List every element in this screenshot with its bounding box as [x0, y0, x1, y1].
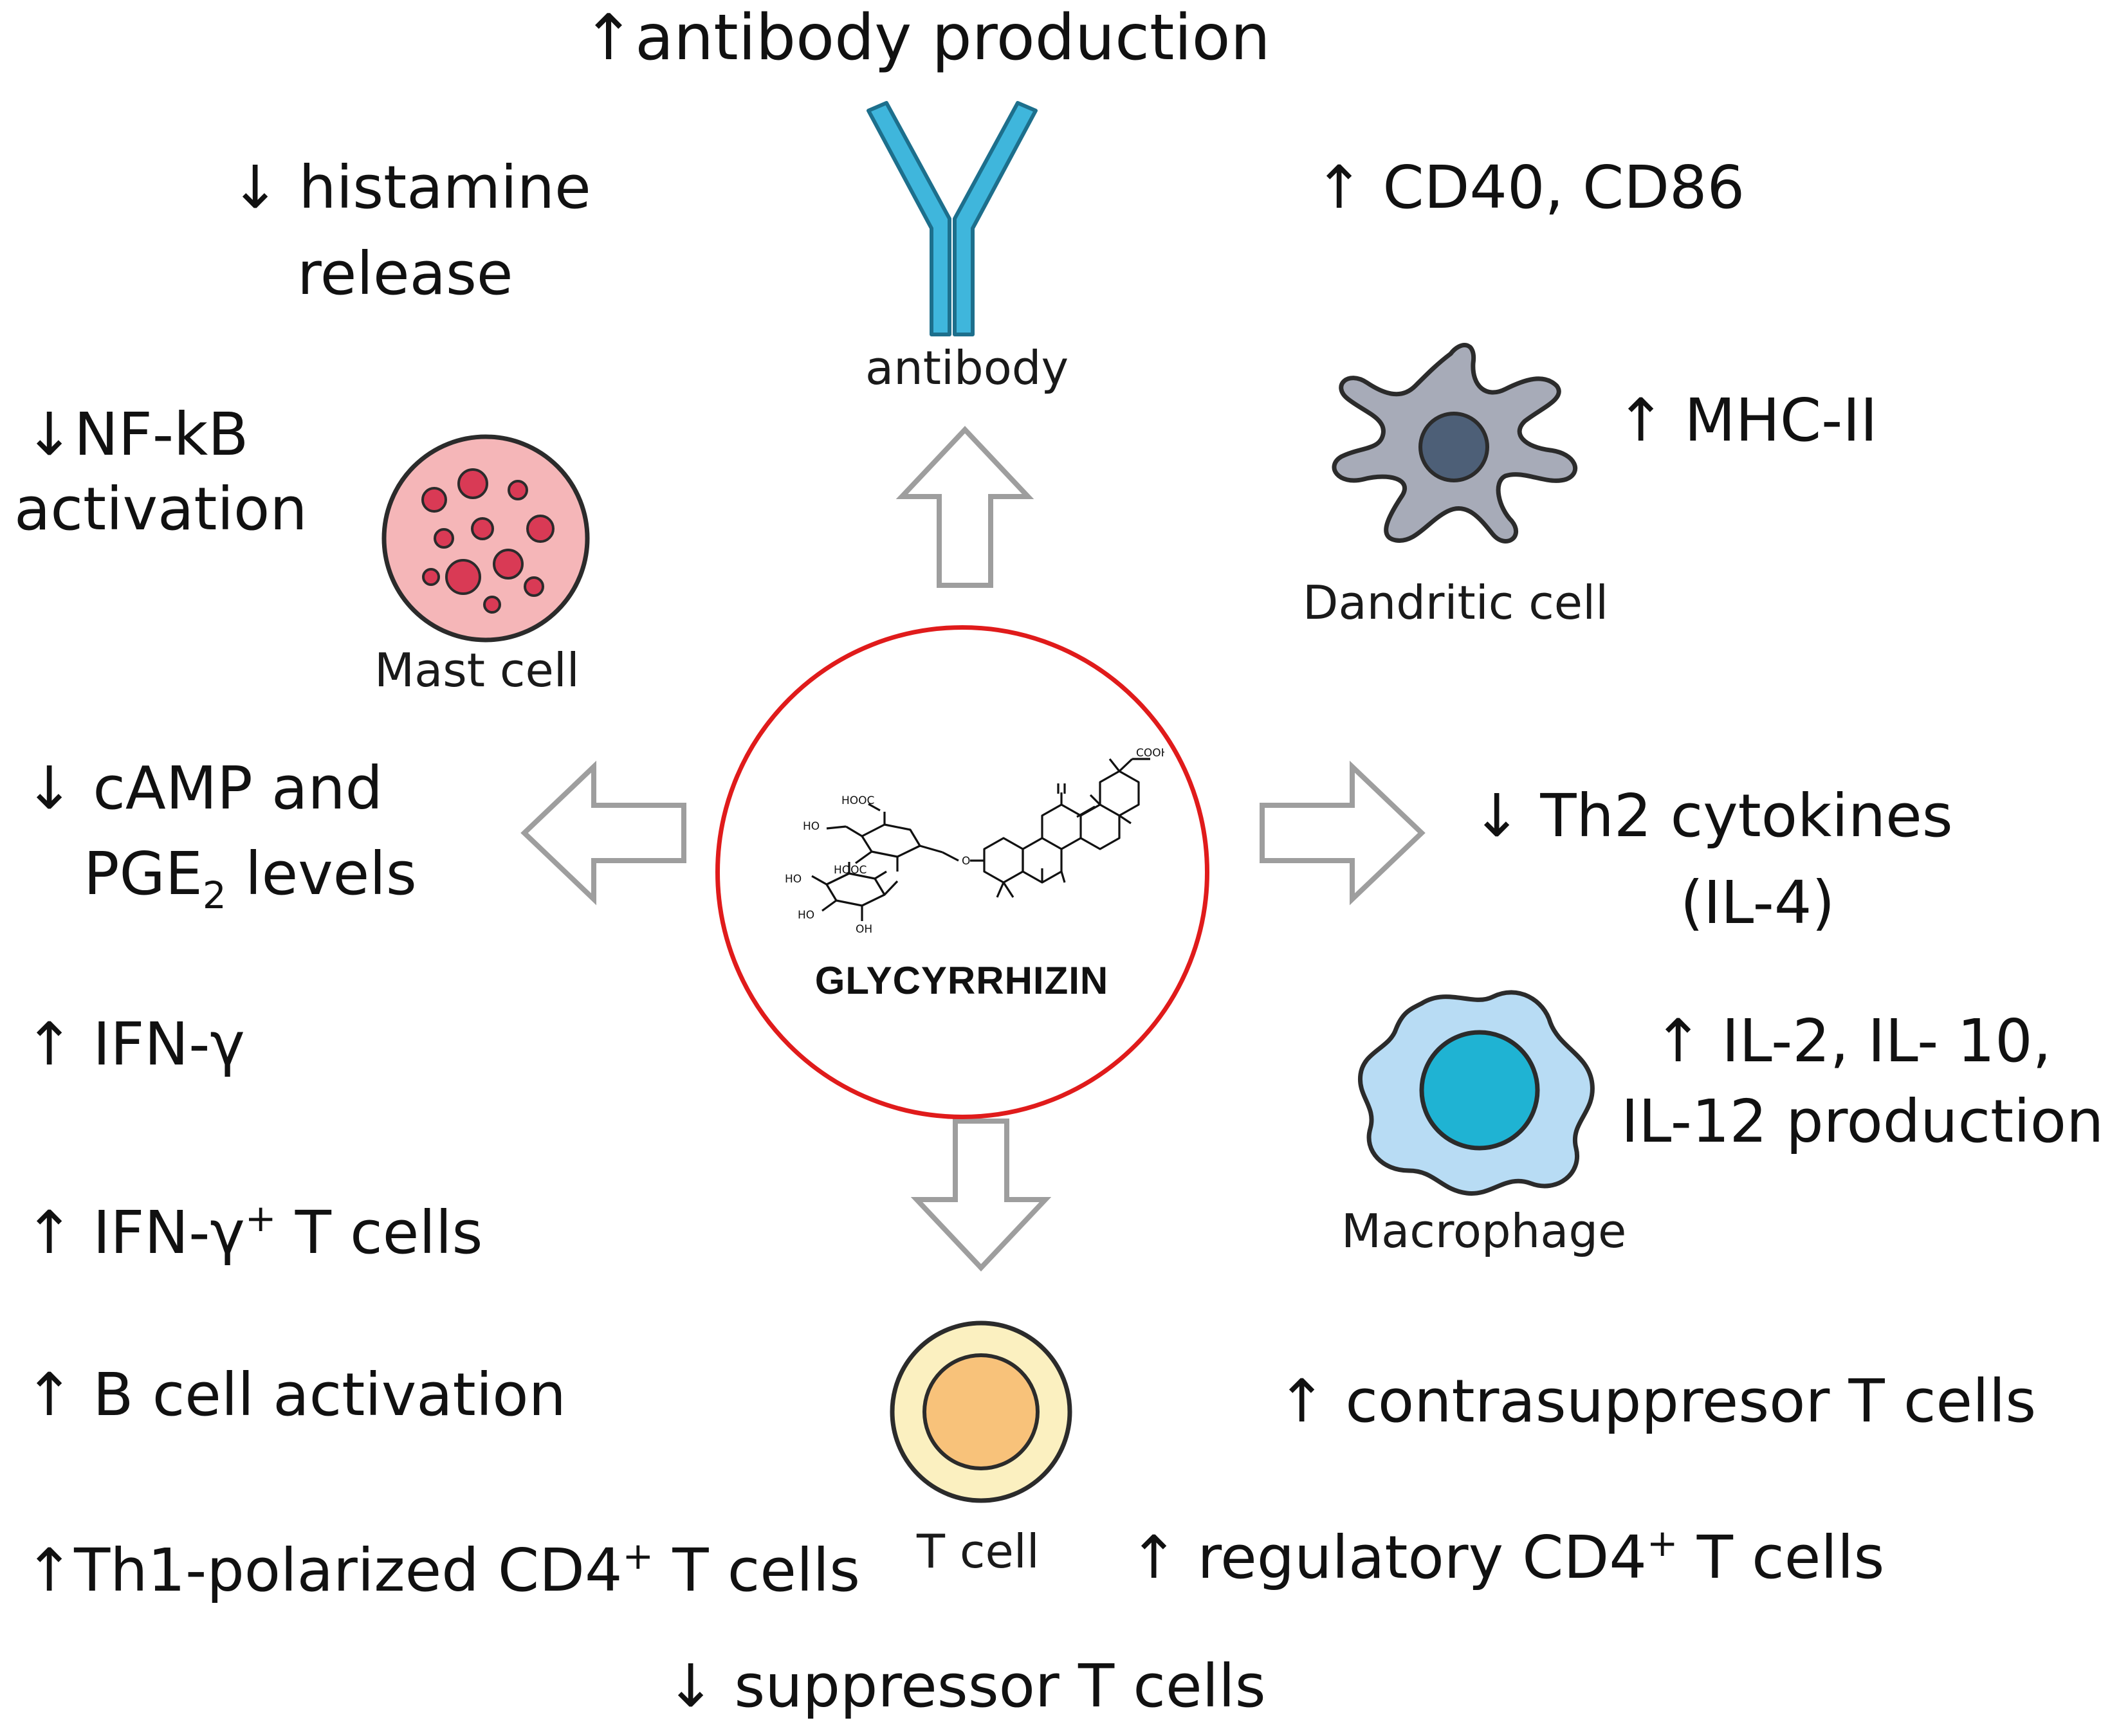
histamine-label-line1: ↓ histamine — [230, 153, 591, 222]
il-label-line1: ↑ IL-2, IL- 10, — [1653, 1007, 2051, 1075]
regulatory-prefix: ↑ regulatory CD4 — [1129, 1523, 1647, 1592]
b-cell-activation-label: ↑ B cell activation — [24, 1360, 566, 1429]
th2-label-line1: ↓ Th2 cytokines — [1472, 781, 1953, 850]
antibody-production-label: ↑antibody production — [582, 1, 1271, 75]
pge-label-line2: PGE2 levels — [84, 839, 417, 917]
ho-label-2: HO — [785, 873, 802, 886]
th1-label: ↑Th1-polarized CD4+ T cells — [24, 1534, 860, 1606]
ether-oxygen-label: O — [962, 855, 970, 868]
regulatory-suffix: T cells — [1678, 1523, 1885, 1592]
ifn-t-suffix: T cells — [276, 1198, 483, 1267]
contrasuppressor-label: ↑ contrasuppresor T cells — [1277, 1367, 2037, 1436]
suppressor-label: ↓ suppressor T cells — [666, 1652, 1266, 1721]
oh-label: OH — [856, 923, 872, 936]
t-cell-caption: T cell — [917, 1524, 1040, 1578]
antibody-icon — [867, 101, 1038, 336]
cd40-cd86-label: ↑ CD40, CD86 — [1314, 153, 1745, 222]
macrophage-caption: Macrophage — [1341, 1204, 1627, 1258]
ifn-t-prefix: ↑ IFN-γ — [24, 1198, 245, 1267]
mhc2-label: ↑ MHC-II — [1616, 386, 1878, 455]
th1-prefix: ↑Th1-polarized CD4 — [24, 1536, 623, 1605]
mast-cell-icon — [381, 434, 590, 643]
right-arrow-icon — [1260, 760, 1426, 906]
hooc-label-1: HOOC — [841, 794, 874, 807]
left-arrow-icon — [520, 760, 686, 906]
mast-cell-caption: Mast cell — [374, 643, 580, 697]
up-arrow-icon — [895, 426, 1034, 588]
th1-suffix: T cells — [654, 1536, 861, 1605]
ho-label-1: HO — [803, 820, 820, 833]
dendritic-cell-caption: Dandritic cell — [1303, 576, 1609, 630]
pge-suffix: levels — [226, 839, 417, 908]
down-arrow-icon — [910, 1119, 1052, 1272]
th2-label-line2: (IL-4) — [1680, 868, 1835, 937]
il-label-line2: IL-12 production — [1621, 1087, 2101, 1156]
hooc-label-2: HOOC — [834, 864, 867, 877]
macrophage-icon — [1357, 990, 1595, 1196]
pge-subscript: 2 — [202, 873, 226, 917]
nfkb-label-line1: ↓NF-kB — [24, 400, 249, 469]
th1-superscript: + — [622, 1534, 654, 1578]
ifn-gamma-label: ↑ IFN-γ — [24, 1010, 245, 1079]
regulatory-label: ↑ regulatory CD4+ T cells — [1129, 1521, 1884, 1593]
nfkb-label-line2: activation — [14, 475, 307, 544]
dendritic-cell-icon — [1332, 343, 1578, 544]
ifn-t-superscript: + — [244, 1196, 277, 1240]
ifn-t-cells-label: ↑ IFN-γ+ T cells — [24, 1196, 482, 1268]
molecule-name: GLYCYRRHIZIN — [814, 959, 1109, 1002]
camp-label-line1: ↓ cAMP and — [24, 754, 383, 823]
histamine-label-line2: release — [297, 239, 513, 308]
antibody-caption: antibody — [865, 341, 1069, 395]
t-cell-icon — [890, 1320, 1072, 1503]
glycyrrhizin-circle — [715, 625, 1209, 1119]
regulatory-superscript: + — [1646, 1521, 1678, 1565]
ho-label-3: HO — [798, 909, 814, 922]
pge-prefix: PGE — [84, 839, 203, 908]
